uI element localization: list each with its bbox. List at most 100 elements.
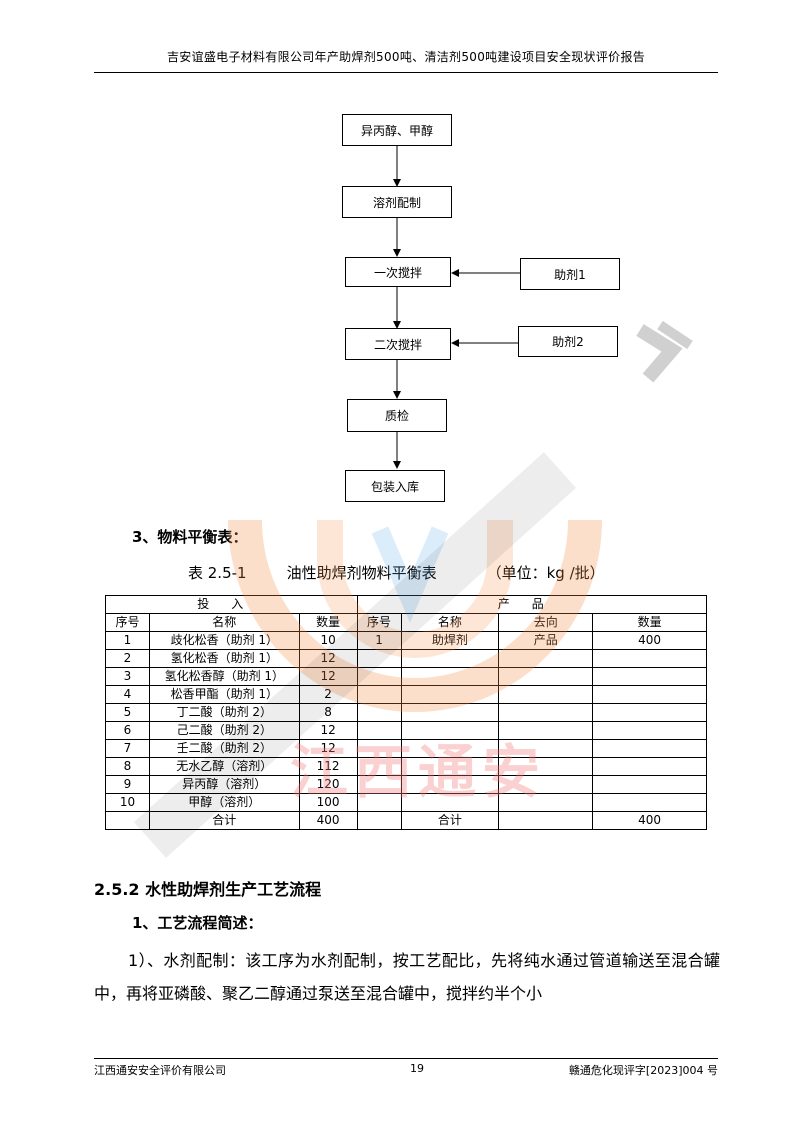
table-cell: 100 — [298, 793, 358, 812]
flow-input-additive-1: 助剂1 — [520, 258, 620, 290]
table-cell — [356, 685, 402, 704]
header-cell: 数量 — [298, 613, 358, 632]
header-rule — [94, 72, 718, 73]
table-cell — [400, 757, 500, 776]
table-cell — [400, 667, 500, 686]
table-cell — [356, 775, 402, 794]
table-cell: 10 — [298, 631, 358, 650]
table-cell — [592, 649, 707, 668]
subsection-title-process: 1、工艺流程简述： — [132, 914, 263, 932]
flow-step-second-mix: 二次搅拌 — [345, 328, 451, 360]
table-cell: 12 — [298, 721, 358, 740]
table-cell — [356, 739, 402, 758]
table-cell: 12 — [298, 739, 358, 758]
table-cell — [400, 739, 500, 758]
total-label-in: 合计 — [148, 811, 300, 830]
footer-doc-number: 赣通危化现评字[2023]004 号 — [568, 1064, 718, 1077]
table-cell — [400, 649, 500, 668]
table-cell — [592, 667, 707, 686]
table-cell: 120 — [298, 775, 358, 794]
table-cell: 无水乙醇（溶剂） — [148, 757, 300, 776]
table-cell — [592, 793, 707, 812]
table-cell — [592, 775, 707, 794]
flow-input-additive-2: 助剂2 — [518, 326, 618, 357]
table-cell: 氢化松香（助剂 1） — [148, 649, 300, 668]
table-cell — [498, 703, 594, 722]
table-cell — [400, 721, 500, 740]
total-value-out: 400 — [592, 811, 707, 830]
table-cell: 8 — [298, 703, 358, 722]
table-cell: 2 — [105, 649, 150, 668]
table-number: 表 2.5-1 — [188, 564, 247, 582]
table-cell — [400, 793, 500, 812]
table-cell — [498, 775, 594, 794]
table-cell: 产品 — [498, 631, 594, 650]
table-cell — [400, 703, 500, 722]
table-cell — [592, 703, 707, 722]
table-cell — [592, 685, 707, 704]
table-cell — [400, 775, 500, 794]
table-cell: 异丙醇（溶剂） — [148, 775, 300, 794]
table-cell — [592, 757, 707, 776]
table-cell — [498, 649, 594, 668]
table-cell: 12 — [298, 667, 358, 686]
table-cell — [400, 685, 500, 704]
table-name: 油性助焊剂物料平衡表 — [286, 564, 437, 582]
table-cell: 7 — [105, 739, 150, 758]
table-cell — [356, 721, 402, 740]
table-cell: 1 — [105, 631, 150, 650]
table-cell: 1 — [356, 631, 402, 650]
flowchart-connectors — [393, 145, 520, 469]
table-group-header: 投入 产品 — [105, 595, 708, 614]
footer-company: 江西通安安全评价有限公司 — [94, 1064, 226, 1077]
table-total-row: 合计 400 合计 400 — [105, 811, 707, 830]
table-cell — [498, 685, 594, 704]
total-label-out: 合计 — [400, 811, 500, 830]
footer-page-number: 19 — [410, 1062, 424, 1075]
table-cell — [498, 739, 594, 758]
flow-step-solvent-prep: 溶剂配制 — [342, 186, 452, 218]
header-cell: 序号 — [356, 613, 402, 632]
table-cell: 壬二酸（助剂 2） — [148, 739, 300, 758]
table-cell — [498, 757, 594, 776]
flow-step-first-mix: 一次搅拌 — [345, 257, 451, 287]
group-output: 产品 — [356, 595, 708, 614]
flow-step-packaging: 包装入库 — [345, 470, 445, 502]
table-cell: 12 — [298, 649, 358, 668]
group-input: 投入 — [105, 595, 358, 614]
header-cell: 序号 — [105, 613, 150, 632]
table-cell — [592, 721, 707, 740]
table-cell: 400 — [592, 631, 707, 650]
table-cell: 2 — [298, 685, 358, 704]
table-cell — [356, 757, 402, 776]
header-cell: 数量 — [592, 613, 707, 632]
page-header: 吉安谊盛电子材料有限公司年产助焊剂500吨、清洁剂500吨建设项目安全现状评价报… — [166, 50, 646, 64]
table-cell — [356, 649, 402, 668]
footer-rule — [94, 1058, 718, 1059]
table-cell: 歧化松香（助剂 1） — [148, 631, 300, 650]
section-title-material-balance: 3、物料平衡表： — [132, 528, 248, 546]
body-paragraph: 1）、水剂配制：该工序为水剂配制，按工艺配比，先将纯水通过管道输送至混合罐中，再… — [94, 951, 720, 1003]
total-value-in: 400 — [298, 811, 358, 830]
table-header-row: 序号 名称 数量 序号 名称 去向 数量 — [105, 613, 707, 632]
table-cell — [356, 667, 402, 686]
table-cell: 松香甲酯（助剂 1） — [148, 685, 300, 704]
table-cell: 6 — [105, 721, 150, 740]
flow-step-qc: 质检 — [347, 399, 447, 432]
table-cell: 8 — [105, 757, 150, 776]
header-cell: 名称 — [148, 613, 300, 632]
header-cell: 名称 — [400, 613, 500, 632]
table-cell: 甲醇（溶剂） — [148, 793, 300, 812]
section-title-water-flux: 2.5.2 水性助焊剂生产工艺流程 — [94, 880, 322, 899]
